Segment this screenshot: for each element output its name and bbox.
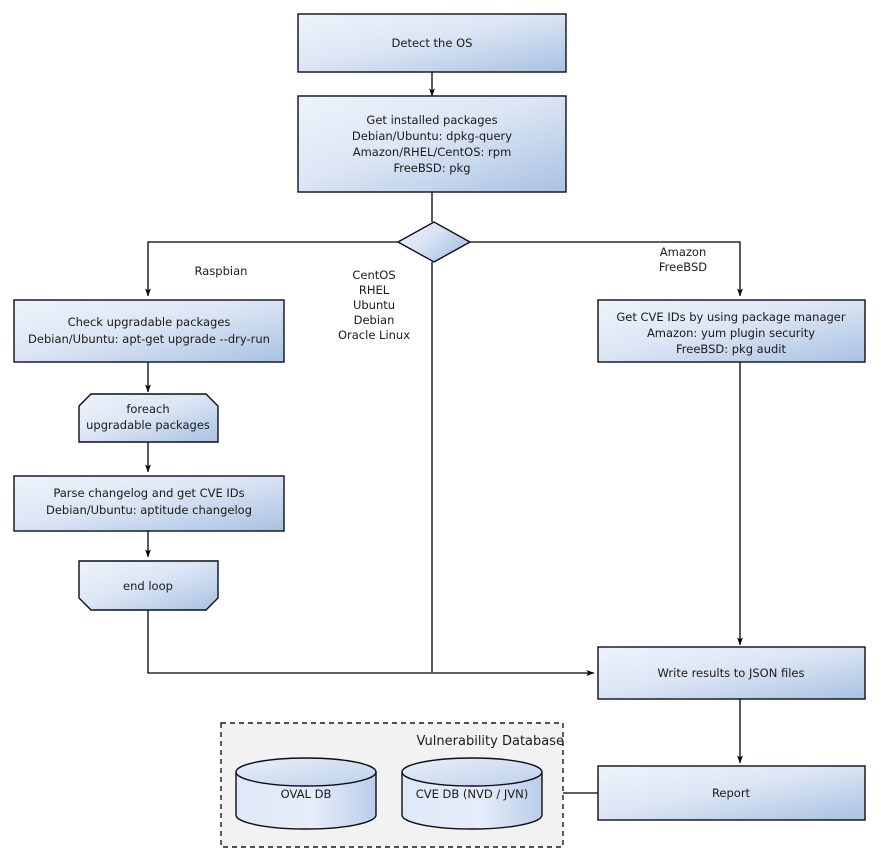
detect-os-box[interactable]: [297, 13, 567, 73]
report-box[interactable]: [597, 765, 866, 821]
node-end-loop[interactable]: end loop: [78, 560, 219, 611]
get-installed-packages-line-2: Debian/Ubuntu: dpkg-query: [352, 129, 512, 143]
detect-os-label: Detect the OS: [392, 36, 473, 50]
parse-changelog-line-2: Debian/Ubuntu: aptitude changelog: [46, 503, 252, 517]
edge-label-center-4: Debian: [354, 313, 395, 327]
edge-label-raspbian: Raspbian: [195, 264, 248, 278]
edge-endloop-to-write: [147, 610, 595, 677]
write-results-box[interactable]: [597, 646, 866, 700]
end-loop-shape[interactable]: [78, 560, 219, 611]
node-parse-changelog[interactable]: Parse changelog and get CVE IDs Debian/U…: [13, 475, 285, 532]
write-results-label: Write results to JSON files: [658, 666, 805, 680]
edges-layer: [144, 72, 743, 794]
end-loop-label: end loop: [123, 579, 173, 593]
edge-label-right-2: FreeBSD: [659, 260, 707, 274]
node-get-installed-packages[interactable]: Get installed packages Debian/Ubuntu: dp…: [297, 95, 567, 193]
vulnerability-database-title: Vulnerability Database: [417, 734, 564, 749]
node-report[interactable]: Report: [597, 765, 866, 821]
get-installed-packages-box[interactable]: [297, 95, 567, 193]
node-check-upgradable-packages[interactable]: Check upgradable packages Debian/Ubuntu:…: [13, 299, 285, 363]
os-decision-diamond[interactable]: [396, 221, 472, 263]
node-get-cve-ids[interactable]: Get CVE IDs by using package manager Ama…: [597, 299, 866, 363]
edge-label-right-1: Amazon: [660, 245, 706, 259]
check-upgradable-box[interactable]: [13, 299, 285, 363]
foreach-loop-start-line-1: foreach: [126, 402, 169, 416]
get-installed-packages-line-1: Get installed packages: [366, 113, 497, 127]
oval-db-cylinder-top: [235, 757, 377, 787]
edge-labels-layer: Raspbian CentOS RHEL Ubuntu Debian Oracl…: [195, 245, 708, 342]
edge-decision-to-right-branch: [470, 241, 743, 297]
parse-changelog-box[interactable]: [13, 475, 285, 532]
get-installed-packages-line-4: FreeBSD: pkg: [393, 161, 470, 175]
parse-changelog-line-1: Parse changelog and get CVE IDs: [53, 486, 244, 500]
oval-db-cylinder-body[interactable]: [235, 771, 377, 830]
get-cve-ids-line-3: FreeBSD: pkg audit: [676, 342, 787, 356]
check-upgradable-line-2: Debian/Ubuntu: apt-get upgrade --dry-run: [28, 332, 270, 346]
database-cve-db[interactable]: CVE DB (NVD / JVN): [401, 757, 543, 830]
edge-label-center-5: Oracle Linux: [338, 328, 410, 342]
check-upgradable-line-1: Check upgradable packages: [68, 315, 231, 329]
get-cve-ids-line-1: Get CVE IDs by using package manager: [616, 310, 846, 324]
edge-label-center-2: RHEL: [359, 283, 390, 297]
get-cve-ids-box[interactable]: [597, 299, 866, 363]
cve-db-cylinder-body[interactable]: [401, 771, 543, 830]
cve-db-label: CVE DB (NVD / JVN): [416, 787, 529, 801]
node-foreach-loop-start[interactable]: foreach upgradable packages: [78, 393, 219, 443]
foreach-loop-start-shape[interactable]: [78, 393, 219, 443]
edge-decision-to-raspbian-branch: [144, 241, 398, 297]
cve-db-cylinder-top: [401, 757, 543, 787]
node-write-results[interactable]: Write results to JSON files: [597, 646, 866, 700]
node-os-decision[interactable]: [396, 221, 472, 263]
edge-label-center-1: CentOS: [352, 268, 395, 282]
foreach-loop-start-line-2: upgradable packages: [86, 418, 210, 432]
oval-db-label: OVAL DB: [281, 787, 332, 801]
get-installed-packages-line-3: Amazon/RHEL/CentOS: rpm: [353, 145, 512, 159]
database-oval-db[interactable]: OVAL DB: [235, 757, 377, 830]
report-label: Report: [712, 786, 751, 800]
node-detect-the-os[interactable]: Detect the OS: [297, 13, 567, 73]
group-vulnerability-database: Vulnerability Database OVAL DB CVE DB (N…: [220, 722, 564, 848]
get-cve-ids-line-2: Amazon: yum plugin security: [647, 326, 815, 340]
edge-label-center-3: Ubuntu: [353, 298, 395, 312]
